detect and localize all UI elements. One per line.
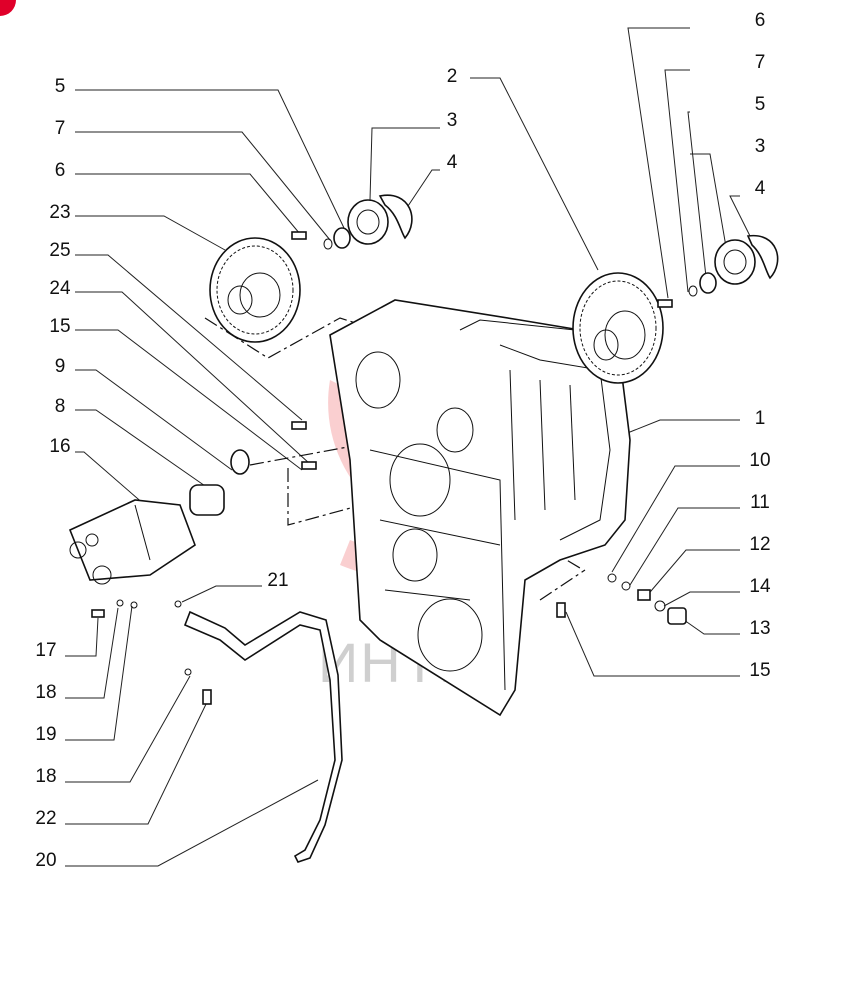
transmission-housing [329,299,631,717]
bearing-set-right [657,234,779,308]
bolts [91,421,687,705]
callout-20: 20 [35,850,56,871]
callout-25: 25 [49,240,70,261]
callout-5: 5 [755,94,766,115]
corner-badge [0,0,16,16]
bearing-set-left [291,194,413,250]
callout-15: 15 [49,316,70,337]
oil-pipe [183,610,343,863]
callout-7: 7 [55,118,66,139]
callout-7: 7 [755,52,766,73]
callout-8: 8 [55,396,66,417]
callout-2: 2 [447,66,458,87]
callout-10: 10 [749,450,770,471]
callout-18: 18 [35,766,56,787]
callout-9: 9 [55,356,66,377]
callout-24: 24 [49,278,71,299]
gear-left [209,237,301,343]
callout-16: 16 [49,436,70,457]
callout-3: 3 [447,110,458,131]
callout-5: 5 [55,76,66,97]
callout-15: 15 [749,660,770,681]
callout-6: 6 [55,160,66,181]
callout-labels: 6 7 5 3 4 2 5 3 7 4 6 23 25 24 15 9 8 16… [35,10,771,871]
callout-14: 14 [749,576,771,597]
callout-3: 3 [755,136,766,157]
callout-23: 23 [49,202,70,223]
callout-22: 22 [35,808,56,829]
callout-19: 19 [35,724,56,745]
callout-11: 11 [750,492,770,513]
callout-4: 4 [447,152,458,173]
callout-4: 4 [755,178,766,199]
hydraulic-pump [68,499,196,585]
gear-right [572,272,664,384]
callout-18: 18 [35,682,56,703]
callout-13: 13 [749,618,770,639]
callout-6: 6 [755,10,766,31]
callout-21: 21 [267,570,288,591]
coupling-and-ring [189,449,250,516]
callout-1: 1 [755,408,766,429]
callout-12: 12 [749,534,770,555]
callout-17: 17 [35,640,56,661]
